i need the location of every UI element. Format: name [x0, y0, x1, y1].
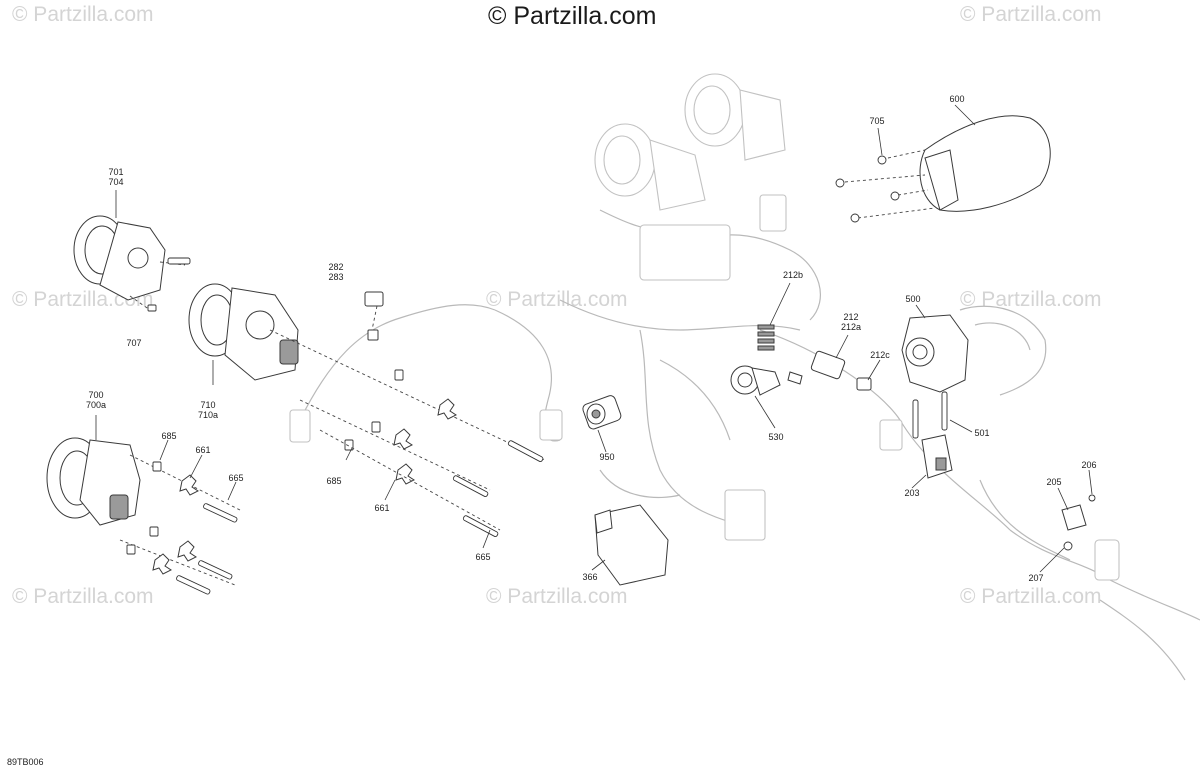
callout-661-left: 661	[195, 445, 211, 455]
callout-205: 205	[1046, 477, 1062, 487]
callout-661-mid: 661	[374, 503, 390, 513]
callout-text: 701	[108, 167, 124, 177]
callout-203: 203	[904, 488, 920, 498]
connector-block	[724, 489, 766, 541]
diagram-code: 89TB006	[7, 757, 44, 767]
callout-665-mid: 665	[475, 552, 491, 562]
connector-block	[759, 194, 787, 232]
connector-block	[289, 409, 311, 443]
ignition-switch-530	[730, 365, 803, 429]
watermark: © Partzilla.com	[960, 585, 1102, 608]
power-outlet-950	[582, 395, 622, 453]
clip-assembly-205	[1039, 469, 1096, 573]
terminal-strip-212b	[757, 324, 775, 351]
callout-212c: 212c	[870, 350, 890, 360]
callout-685-mid: 685	[326, 476, 342, 486]
callout-212-212a: 212 212a	[841, 312, 861, 332]
connector-block	[879, 419, 903, 451]
callout-212b: 212b	[782, 270, 804, 280]
callout-705: 705	[869, 116, 885, 126]
watermark: © Partzilla.com	[486, 288, 628, 311]
callout-text: 212a	[840, 322, 862, 332]
callout-500: 500	[905, 294, 921, 304]
callout-366: 366	[582, 572, 598, 582]
callout-701-704: 701 704	[108, 167, 123, 187]
callout-text: 700a	[85, 400, 107, 410]
callout-text: 700	[88, 390, 104, 400]
watermark: © Partzilla.com	[960, 3, 1102, 26]
bracket-203	[911, 434, 953, 489]
watermark-top: © Partzilla.com	[488, 2, 657, 30]
watermark: © Partzilla.com	[960, 288, 1102, 311]
mounting-hardware-middle	[269, 291, 546, 549]
callout-text: 710	[200, 400, 216, 410]
callout-text: 283	[328, 272, 344, 282]
callout-text: 704	[108, 177, 124, 187]
watermark: © Partzilla.com	[12, 3, 154, 26]
headlight-700	[46, 415, 141, 526]
callout-206: 206	[1081, 460, 1097, 470]
handlebar-switch-500	[901, 304, 1047, 439]
connector-block	[1094, 539, 1120, 581]
watermark: © Partzilla.com	[486, 585, 628, 608]
callout-text: 282	[328, 262, 344, 272]
callout-700-700a: 700 700a	[86, 390, 106, 410]
callout-530: 530	[768, 432, 784, 442]
headlight-bezel-701	[73, 190, 191, 312]
connector-212	[757, 282, 881, 391]
callout-685-left: 685	[161, 431, 177, 441]
watermark: © Partzilla.com	[12, 585, 154, 608]
installed-headlights-background	[594, 73, 786, 211]
callout-665-left: 665	[228, 473, 244, 483]
connector-block	[539, 409, 563, 441]
callout-950: 950	[599, 452, 615, 462]
callout-707: 707	[126, 338, 142, 348]
headlight-710	[188, 283, 299, 385]
callout-600: 600	[949, 94, 965, 104]
wiring-harness	[289, 194, 1200, 681]
mounting-hardware-left	[119, 439, 241, 595]
callout-text: 212	[843, 312, 859, 322]
cover-600	[835, 104, 1051, 223]
callout-text: 710a	[197, 410, 219, 420]
fuse-box	[639, 224, 731, 281]
module-366	[591, 504, 669, 586]
callout-207: 207	[1028, 573, 1044, 583]
callout-710-710a: 710 710a	[198, 400, 218, 420]
callout-501: 501	[974, 428, 990, 438]
callout-282-283: 282 283	[328, 262, 343, 282]
